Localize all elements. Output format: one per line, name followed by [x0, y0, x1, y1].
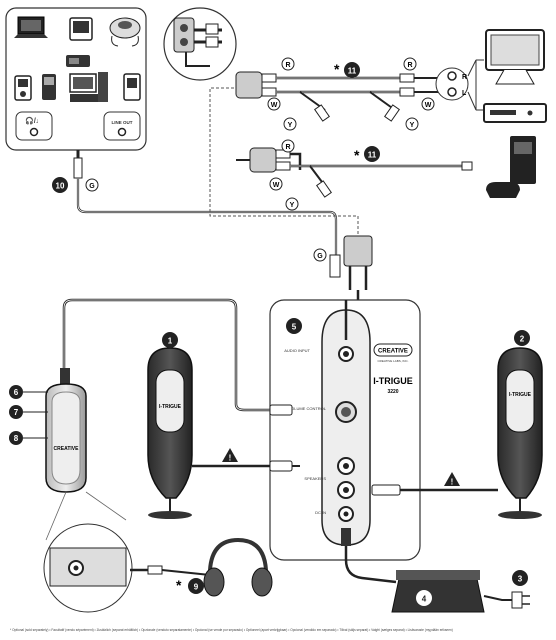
footer-note: * Optional (sold separately) • Facultati… — [10, 628, 453, 632]
jack-l-label: L — [462, 90, 467, 97]
line-out-label: LINE OUT — [112, 120, 133, 125]
optional-asterisk-3: * — [176, 577, 182, 593]
headphone-port: 🎧/♩ — [15, 111, 53, 141]
source-devices-panel: 🎧/♩ LINE OUT — [5, 7, 147, 151]
tv-input-jacks: R L — [435, 67, 469, 101]
bracket-line — [467, 59, 477, 111]
headphones-icon — [203, 537, 273, 597]
dvd-player-icon — [483, 103, 547, 123]
warning-right-icon: ! — [451, 478, 454, 487]
marker-11a-label: 11 — [348, 67, 357, 76]
letter-w-3: W — [273, 182, 280, 189]
pod-speakers-label: SPEAKERS — [304, 476, 326, 481]
optional-asterisk-1: * — [334, 61, 340, 77]
pda-icon — [69, 17, 93, 41]
right-speaker — [497, 347, 543, 519]
pod-audio-input-label: AUDIO INPUT — [284, 348, 310, 353]
pod-dc-in-label: DC IN — [315, 510, 326, 515]
letter-g-1 — [85, 178, 99, 192]
pod-product-name: I-TRIGUE — [373, 376, 413, 386]
marker-8-label: 8 — [14, 434, 19, 443]
pod-brand-badge — [373, 343, 413, 357]
marker-10 — [52, 177, 68, 193]
warning-left-icon: ! — [229, 454, 232, 463]
marker-3 — [512, 570, 528, 586]
letter-r-3: R — [285, 144, 290, 151]
marker-11b — [364, 146, 380, 162]
game-console-icon — [486, 136, 536, 198]
marker-5 — [286, 318, 302, 334]
tv-icon — [485, 29, 545, 85]
letter-y-1: Y — [288, 122, 293, 129]
remote-brand: CREATIVE — [54, 446, 80, 452]
marker-6-label: 6 — [14, 388, 19, 397]
left-speaker-brand: I-TRIGUE — [159, 404, 182, 410]
rca-cable-top — [235, 71, 440, 122]
marker-4 — [416, 590, 432, 606]
letter-g-2-text: G — [317, 253, 323, 260]
marker-10-label: 10 — [56, 182, 65, 191]
right-speaker-brand: I-TRIGUE — [509, 392, 532, 398]
marker-11b-label: 11 — [368, 151, 377, 160]
mobile-phone-icon — [42, 74, 56, 100]
control-pod-panel — [269, 299, 421, 561]
portable-player-icon — [123, 73, 141, 101]
marker-1 — [162, 332, 178, 348]
letter-y-3: Y — [290, 202, 295, 209]
marker-4-label: 4 — [422, 595, 427, 604]
warning-right: ! — [444, 472, 460, 487]
audio-cable-3-5mm — [73, 150, 338, 255]
marker-5-label: 5 — [292, 323, 297, 332]
speaker-cables — [192, 460, 498, 496]
letter-r-1: R — [285, 62, 290, 69]
marker-9 — [188, 578, 204, 594]
letter-g-2 — [313, 248, 327, 262]
marker-7-label: 7 — [14, 408, 19, 417]
remote-headphone-inset — [43, 523, 133, 613]
marker-3-label: 3 — [518, 575, 523, 584]
wired-remote — [45, 298, 293, 493]
marker-11a — [344, 62, 360, 78]
pod-model-number: 3220 — [387, 389, 398, 395]
pod-brand-sub: CREATIVE LABS, INC. — [378, 359, 409, 363]
minidisc-icon — [66, 55, 90, 67]
pod-volume-label: VOLUME CONTROL — [288, 406, 326, 411]
marker-9-label: 9 — [194, 583, 199, 592]
power-adapter — [341, 528, 530, 613]
mp3-player-icon — [14, 75, 32, 101]
letter-w-2: W — [425, 102, 432, 109]
rca-cable-bottom — [236, 147, 473, 198]
letter-w-1: W — [271, 102, 278, 109]
bottom-cable-letters: R W Y — [269, 139, 299, 211]
laptop-icon — [14, 16, 48, 38]
left-speaker — [147, 347, 193, 519]
letter-y-2: Y — [410, 122, 415, 129]
dashed-guide-line — [209, 87, 359, 240]
marker-2-label: 2 — [520, 335, 525, 344]
remote-callouts: 6 7 8 — [9, 385, 48, 445]
jack-r-label: R — [462, 74, 467, 81]
headphone-port-label: 🎧/♩ — [25, 116, 43, 125]
letter-g-1-text: G — [89, 183, 95, 190]
marker-2 — [514, 330, 530, 346]
pod-brand-text: CREATIVE — [378, 349, 408, 355]
warning-left: ! — [222, 448, 238, 463]
top-cable-letters: R W Y R W Y — [267, 57, 435, 131]
line-out-port: LINE OUT — [103, 111, 141, 141]
optional-asterisk-2: * — [354, 147, 360, 163]
splitter-plug — [329, 235, 373, 300]
desktop-computer-icon — [69, 72, 108, 102]
cd-player-icon — [109, 17, 141, 47]
rca-adapter-inset — [163, 7, 237, 81]
letter-r-2: R — [407, 62, 412, 69]
marker-1-label: 1 — [168, 337, 173, 346]
